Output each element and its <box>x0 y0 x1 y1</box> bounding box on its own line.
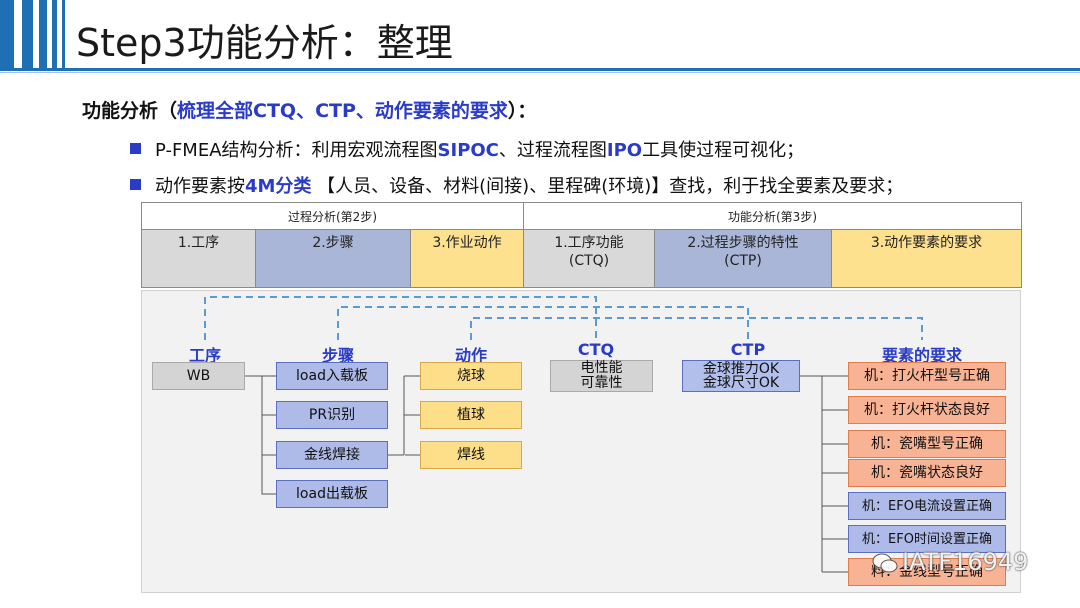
requirement-box: 机：瓷嘴状态良好 <box>848 459 1006 487</box>
bullet-text: 【人员、设备、材料(间接)、里程碑(环境)】查找，利于找全要素及要求； <box>311 176 904 197</box>
step-box: load出载板 <box>276 480 388 508</box>
table-cell: 2.过程步骤的特性 (CTP) <box>654 229 832 288</box>
heading-highlight: 梳理全部CTQ、CTP、动作要素的要求 <box>177 100 508 122</box>
requirement-box: 机：打火杆型号正确 <box>848 362 1006 390</box>
square-bullet-icon <box>130 143 141 154</box>
cell-line: 2.过程步骤的特性 <box>687 235 799 251</box>
slide-title: Step3功能分析：整理 <box>76 21 453 65</box>
wechat-icon <box>872 553 898 573</box>
table-cell: 3.动作要素的要求 <box>831 229 1022 288</box>
step-box: load入载板 <box>276 362 388 390</box>
cell-line: 1.工序 <box>177 235 220 251</box>
label-process: 工序 <box>188 346 221 365</box>
cell-line: 3.作业动作 <box>432 235 502 251</box>
watermark-text: IATF16949 <box>902 548 1029 576</box>
label-ctq: CTQ <box>577 340 615 359</box>
bullet-emphasis: SIPOC <box>437 140 499 161</box>
action-box: 植球 <box>420 401 522 429</box>
cell-line: 1.工序功能 <box>554 235 624 251</box>
bullet-emphasis: IPO <box>606 140 643 161</box>
ctp-box: 金球推力OK 金球尺寸OK <box>682 360 800 392</box>
bullet-item: P-FMEA结构分析：利用宏观流程图SIPOC、过程流程图IPO工具使过程可视化… <box>130 136 804 162</box>
table-group-header-process: 过程分析(第2步) <box>141 202 524 230</box>
requirement-box: 机：EFO电流设置正确 <box>848 492 1006 520</box>
bullet-text: 动作要素按 <box>155 176 245 197</box>
requirement-box: 机：瓷嘴型号正确 <box>848 430 1006 458</box>
action-box: 焊线 <box>420 441 522 469</box>
ctq-line: 可靠性 <box>580 375 623 391</box>
title-divider-thin <box>0 72 1080 73</box>
requirement-box: 料：金线型号正确 <box>848 558 1006 586</box>
analysis-table: 过程分析(第2步) 功能分析(第3步) 1.工序 2.步骤 3.作业动作 1.工… <box>141 202 1022 288</box>
table-cell: 1.工序 <box>141 229 256 288</box>
title-divider <box>0 68 1080 71</box>
action-box: 烧球 <box>420 362 522 390</box>
ctq-line: 电性能 <box>580 360 623 376</box>
square-bullet-icon <box>130 179 141 190</box>
bullet-text: 工具使过程可视化； <box>642 140 805 161</box>
label-ctp: CTP <box>730 340 766 359</box>
ctp-line: 金球推力OK <box>702 361 780 377</box>
bullet-text: P-FMEA结构分析：利用宏观流程图 <box>155 140 438 161</box>
cell-line: 3.动作要素的要求 <box>870 235 983 251</box>
table-cell: 1.工序功能 (CTQ) <box>523 229 655 288</box>
bullet-emphasis: 4M分类 <box>245 176 312 197</box>
cell-line: (CTP) <box>724 253 762 269</box>
label-requirements: 要素的要求 <box>881 346 962 365</box>
requirement-box: 机：EFO时间设置正确 <box>848 525 1006 553</box>
step-box: 金线焊接 <box>276 441 388 469</box>
table-cell: 3.作业动作 <box>410 229 524 288</box>
table-group-header-function: 功能分析(第3步) <box>523 202 1022 230</box>
table-cell: 2.步骤 <box>255 229 411 288</box>
requirement-box: 机：打火杆状态良好 <box>848 396 1006 424</box>
cell-line: 2.步骤 <box>312 235 354 251</box>
label-actions: 动作 <box>454 346 487 365</box>
heading-suffix: ）： <box>507 100 537 122</box>
ctq-box: 电性能 可靠性 <box>550 360 653 392</box>
ctp-line: 金球尺寸OK <box>702 375 780 391</box>
section-heading: 功能分析（梳理全部CTQ、CTP、动作要素的要求）： <box>82 96 536 123</box>
step-box: PR识别 <box>276 401 388 429</box>
title-decoration-bars <box>0 0 66 70</box>
bullet-item: 动作要素按4M分类 【人员、设备、材料(间接)、里程碑(环境)】查找，利于找全要… <box>130 172 903 198</box>
label-steps: 步骤 <box>321 346 354 365</box>
cell-line: (CTQ) <box>568 253 610 269</box>
bullet-text: 、过程流程图 <box>498 140 607 161</box>
process-box: WB <box>152 362 245 390</box>
heading-prefix: 功能分析（ <box>82 100 178 122</box>
